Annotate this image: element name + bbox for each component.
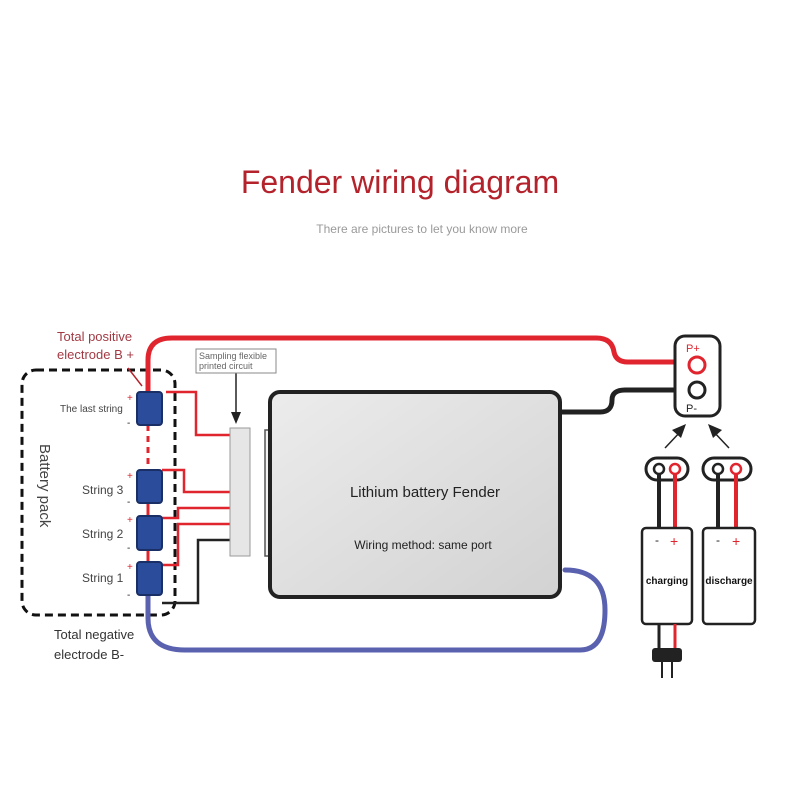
sampling-label-box [195,348,277,374]
p-minus-wire [557,387,691,415]
total-positive-pointer [127,367,143,387]
total-negative-label-2: electrode B- [54,647,124,662]
diagram-subtitle: There are pictures to let you know more [316,222,528,236]
diagram-title: Fender wiring diagram [240,164,560,200]
cell-plus-mark: + [127,471,133,482]
load-box [701,526,757,626]
charger-minus-mark: - [655,533,659,547]
p-plus-label: P+ [686,343,700,355]
total-positive-label: Total positive [57,329,132,344]
cell-last-string [136,391,163,426]
sampling-label-2: printed circuit [199,361,253,371]
cell-string-3 [136,469,163,504]
cell-minus-mark: - [127,418,130,429]
fender-name-label: Lithium battery Fender [350,484,500,501]
charging-arrow-icon [672,424,686,438]
string-2-label: String 2 [82,527,124,541]
output-port-block [673,334,722,418]
p-plus-terminal [687,355,707,375]
p-minus-label: P- [686,403,697,415]
load-minus-mark: - [716,533,720,547]
string-1-label: String 1 [82,571,124,585]
negative-wire [145,567,608,653]
sampling-wire-1 [162,522,232,567]
charger-plus-mark: + [670,533,678,549]
battery-pack-label: Battery pack [36,444,53,528]
cell-plus-mark: + [127,562,133,573]
total-positive-label-2: electrode B + [57,347,134,362]
sampling-wire-last [166,390,232,437]
last-string-label: The last string [60,404,123,415]
discharge-arrow-icon [708,424,722,438]
discharge-label: discharge [705,576,753,587]
cell-minus-mark: - [127,590,130,601]
total-negative-label: Total negative [54,627,134,642]
plug-icon [652,648,682,662]
cell-minus-mark: - [127,497,130,508]
sampling-wire-neg [162,538,232,605]
fender-board [268,390,562,599]
battery-pack-outline [20,368,177,617]
positive-wire [145,335,691,395]
p-minus-terminal [687,380,707,400]
charging-label: charging [646,576,688,587]
charger-connector [644,456,690,482]
sampling-wire-2 [162,506,232,520]
load-connector [701,456,753,482]
cell-string-2 [136,515,163,551]
wiring-method-label: Wiring method: same port [354,538,492,552]
cell-plus-mark: + [127,393,133,404]
sampling-wire-3 [162,468,232,494]
cell-plus-mark: + [127,515,133,526]
string-3-label: String 3 [82,483,124,497]
cell-string-1 [136,561,163,596]
sampling-label: Sampling flexible [199,351,267,361]
flex-circuit [229,427,251,557]
load-plus-mark: + [732,533,740,549]
cell-minus-mark: - [127,543,130,554]
charger-box [640,526,694,626]
